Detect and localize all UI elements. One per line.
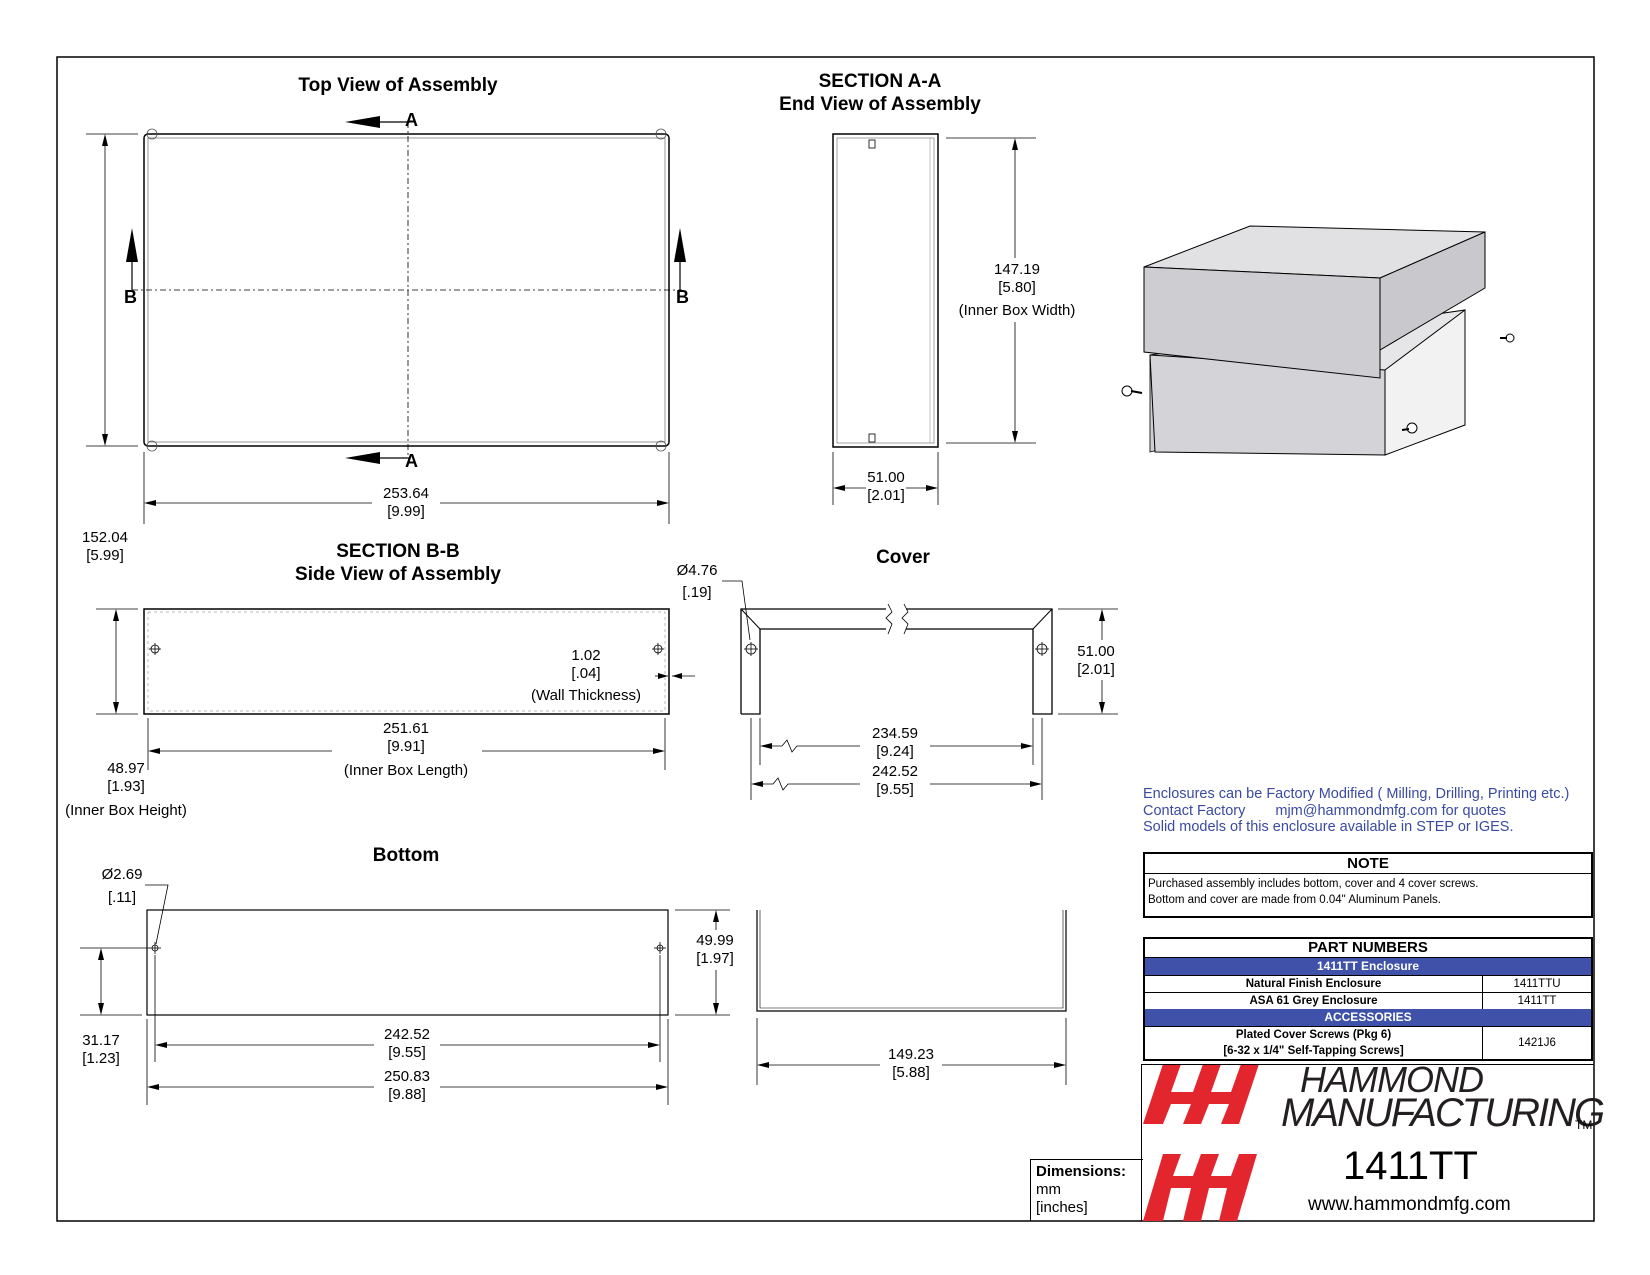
part-row: ASA 61 Grey Enclosure 1411TT	[1145, 992, 1591, 1009]
top-height-in: [5.99]	[86, 547, 124, 564]
section-aa-title: SECTION A-A	[819, 71, 942, 92]
section-a-label-bottom: A	[405, 451, 418, 471]
note-box: NOTE Purchased assembly includes bottom,…	[1143, 852, 1593, 918]
bottom-hole-dia-in: [.11]	[108, 889, 136, 906]
accessory-desc: Plated Cover Screws (Pkg 6) [6-32 x 1/4"…	[1145, 1027, 1483, 1059]
bottom-width-mm: 149.23	[888, 1046, 934, 1063]
drawing-border	[56, 56, 1595, 1222]
end-width-in: [5.80]	[998, 279, 1036, 296]
accessory-row: Plated Cover Screws (Pkg 6) [6-32 x 1/4"…	[1145, 1026, 1591, 1059]
units-box: Dimensions: mm [inches]	[1030, 1159, 1143, 1221]
part-desc: Natural Finish Enclosure	[1145, 976, 1483, 992]
part-desc: ASA 61 Grey Enclosure	[1145, 993, 1483, 1009]
hammond-logo-icon	[1143, 1064, 1259, 1221]
section-b-label-left: B	[124, 287, 137, 307]
top-view: Top View of Assembly A A B B 253.64 [9.9…	[82, 75, 689, 564]
info-line-modification: Enclosures can be Factory Modified ( Mil…	[1143, 786, 1570, 802]
bottom-hole-dia-mm: Ø2.69	[102, 866, 143, 883]
note-line-1: Purchased assembly includes bottom, cove…	[1148, 878, 1479, 890]
part-section-accessories: ACCESSORIES	[1145, 1009, 1591, 1026]
bottom-hole-spacing-in: [9.55]	[388, 1044, 426, 1061]
side-view-title: Side View of Assembly	[295, 564, 501, 585]
units-title: Dimensions:	[1036, 1163, 1127, 1180]
cover-outer-length-mm: 242.52	[872, 763, 918, 780]
info-line-contact: Contact Factory mjm@hammondmfg.com for q…	[1143, 803, 1623, 820]
title-block-border	[1141, 1064, 1594, 1221]
end-view-title: End View of Assembly	[779, 94, 981, 115]
contact-label: Contact Factory	[1143, 802, 1246, 819]
side-length-in: [9.91]	[387, 738, 425, 755]
note-line-2: Bottom and cover are made from 0.04" Alu…	[1148, 894, 1442, 906]
bottom-length-in: [9.88]	[388, 1086, 426, 1103]
wall-thickness-in: [.04]	[571, 665, 600, 682]
cover-hole-dia-mm: Ø4.76	[677, 562, 718, 579]
section-b-label-right: B	[676, 287, 689, 307]
part-number: 1411TT	[1517, 995, 1557, 1007]
cover-outer-length-in: [9.55]	[876, 781, 914, 798]
end-width-note: (Inner Box Width)	[959, 302, 1076, 319]
isometric-view	[1121, 225, 1515, 456]
note-title: NOTE	[1145, 854, 1591, 874]
bottom-width-in: [5.88]	[892, 1064, 930, 1081]
trademark: TM	[1575, 1118, 1593, 1132]
cover-title: Cover	[876, 547, 930, 568]
cover-view: Cover Ø4.76 [.19] 51.00 [2.01] 234.59	[677, 547, 1118, 800]
cover-height-mm: 51.00	[1077, 643, 1115, 660]
bottom-offset-in: [1.23]	[82, 1050, 120, 1067]
note-body: Purchased assembly includes bottom, cove…	[1145, 874, 1591, 910]
part-numbers-title: PART NUMBERS	[1145, 939, 1591, 958]
part-numbers-table: PART NUMBERS 1411TT Enclosure Natural Fi…	[1143, 937, 1593, 1061]
title-block: HAMMOND MANUFACTURING TM 1411TT www.hamm…	[1143, 1059, 1605, 1221]
end-view: SECTION A-A End View of Assembly 147.19 …	[779, 71, 1080, 505]
side-height-in: [1.93]	[107, 778, 145, 795]
brand-subtitle: MANUFACTURING	[1281, 1091, 1605, 1135]
website-link[interactable]: www.hammondmfg.com	[1308, 1194, 1511, 1215]
accessory-desc-line-2: [6-32 x 1/4" Self-Tapping Screws]	[1223, 1045, 1404, 1057]
side-length-mm: 251.61	[383, 720, 429, 737]
bottom-height-mm: 49.99	[696, 932, 734, 949]
side-view: SECTION B-B Side View of Assembly 1.02 […	[65, 541, 695, 819]
section-a-label-top: A	[405, 110, 418, 130]
top-view-title: Top View of Assembly	[298, 75, 498, 96]
cover-height-in: [2.01]	[1077, 661, 1115, 678]
side-length-note: (Inner Box Length)	[344, 762, 468, 779]
contact-email[interactable]: mjm@hammondmfg.com for quotes	[1275, 802, 1507, 819]
accessory-part-number: 1421J6	[1518, 1037, 1556, 1049]
top-length-in: [9.99]	[387, 503, 425, 520]
top-length-mm: 253.64	[383, 485, 429, 502]
side-height-note: (Inner Box Height)	[65, 802, 187, 819]
part-section-enclosure: 1411TT Enclosure	[1145, 958, 1591, 975]
units-inches: [inches]	[1036, 1199, 1088, 1216]
accessory-desc-line-1: Plated Cover Screws (Pkg 6)	[1235, 1029, 1392, 1041]
bottom-title: Bottom	[373, 845, 439, 866]
end-depth-in: [2.01]	[867, 487, 905, 504]
wall-thickness-note: (Wall Thickness)	[531, 687, 641, 704]
info-line-models: Solid models of this enclosure available…	[1143, 819, 1514, 835]
cover-hole-dia-in: [.19]	[682, 584, 711, 601]
cover-inner-length-mm: 234.59	[872, 725, 918, 742]
part-row: Natural Finish Enclosure 1411TTU	[1145, 975, 1591, 992]
brand-name: HAMMOND	[1300, 1059, 1484, 1100]
bottom-view: Bottom Ø2.69 [.11] 49.99 [1.97] 31.17 [1…	[80, 845, 740, 1105]
wall-thickness-mm: 1.02	[571, 647, 600, 664]
top-height-mm: 152.04	[82, 529, 128, 546]
end-depth-mm: 51.00	[867, 469, 905, 486]
bottom-end-profile: 149.23 [5.88]	[756, 910, 1067, 1085]
model-number: 1411TT	[1343, 1144, 1478, 1188]
part-number: 1411TTU	[1513, 978, 1561, 990]
bottom-length-mm: 250.83	[384, 1068, 430, 1085]
bottom-height-in: [1.97]	[696, 950, 734, 967]
bottom-offset-mm: 31.17	[82, 1032, 120, 1049]
bottom-hole-spacing-mm: 242.52	[384, 1026, 430, 1043]
units-mm: mm	[1036, 1181, 1061, 1198]
section-bb-title: SECTION B-B	[336, 541, 460, 562]
end-width-mm: 147.19	[994, 261, 1040, 278]
side-height-mm: 48.97	[107, 760, 145, 777]
cover-inner-length-in: [9.24]	[876, 743, 914, 760]
info-block: Enclosures can be Factory Modified ( Mil…	[1143, 786, 1623, 836]
